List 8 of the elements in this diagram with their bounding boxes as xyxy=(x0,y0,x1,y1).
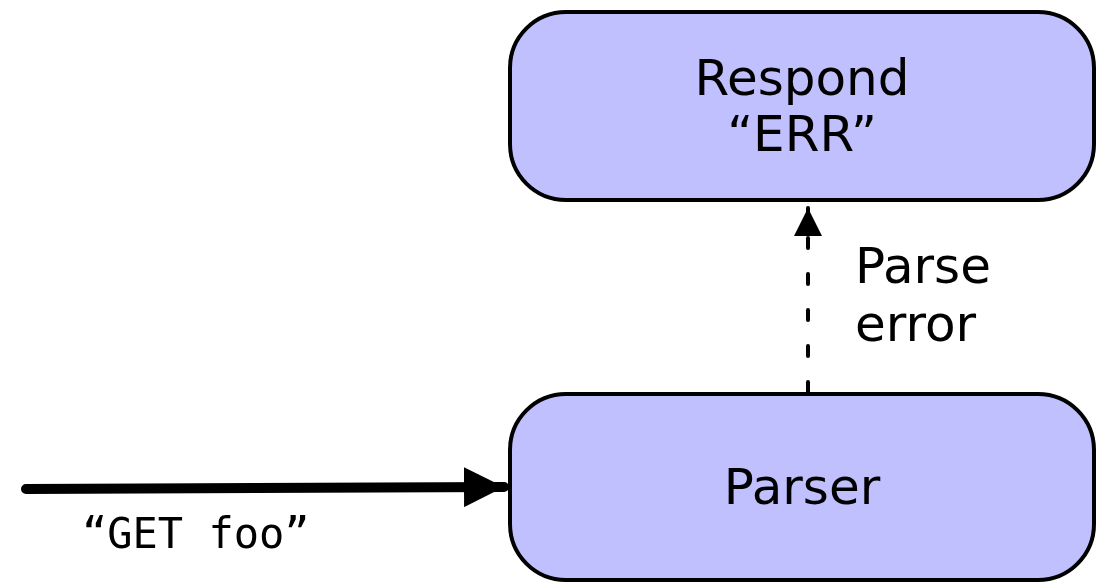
process-box xyxy=(508,392,1096,582)
edge-label: Parse error xyxy=(855,238,992,353)
arrow xyxy=(21,467,509,508)
node-label: Parser xyxy=(723,459,881,515)
arrow xyxy=(794,206,822,394)
edge-label: “GET foo” xyxy=(82,510,310,559)
process-box xyxy=(508,10,1096,202)
node-label: Respond “ERR” xyxy=(693,50,911,162)
